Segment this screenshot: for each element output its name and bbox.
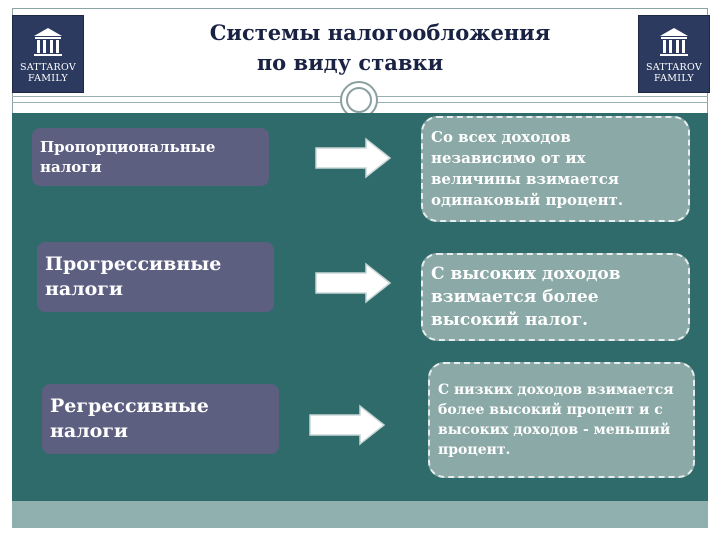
slide-title: Системы налогообложения по виду ставки [150,18,580,78]
slide-title-line2: по виду ставки [256,50,444,75]
tax-type-progressive: Прогрессивные налоги [37,242,274,312]
logo-text: SATTAROV FAMILY [646,62,702,84]
columns-building-icon [34,27,62,56]
right-arrow-icon [315,137,392,179]
tax-description-text: Со всех доходов независимо от их величин… [431,128,624,209]
sattarov-family-logo-left: SATTAROV FAMILY [12,15,84,93]
divider-circle-ornament [340,81,378,119]
logo-name-line2: FAMILY [654,72,694,84]
tax-type-label: Пропорциональные налоги [40,138,216,176]
tax-type-label: Прогрессивные налоги [45,253,222,300]
tax-type-label: Регрессивные налоги [50,395,209,442]
slide-title-line1: Системы налогообложения [209,20,551,45]
logo-name-line1: SATTAROV [645,61,703,73]
footer-band [12,501,708,528]
tax-description-regressive: С низких доходов взимается более высокий… [428,362,695,478]
tax-description-text: С низких доходов взимается более высокий… [438,382,674,458]
tax-description-proportional: Со всех доходов независимо от их величин… [421,116,690,222]
tax-description-progressive: С высоких доходов взимается более высоки… [421,253,690,341]
sattarov-family-logo-right: SATTAROV FAMILY [638,15,710,93]
right-arrow-icon [315,262,392,304]
logo-text: SATTAROV FAMILY [20,62,76,84]
tax-description-text: С высоких доходов взимается более высоки… [431,263,621,330]
logo-name-line1: SATTAROV [19,61,77,73]
divider-circle-inner [346,87,372,113]
right-arrow-icon [309,404,386,446]
tax-type-regressive: Регрессивные налоги [42,384,279,454]
tax-type-proportional: Пропорциональные налоги [32,128,269,186]
logo-name-line2: FAMILY [28,72,68,84]
columns-building-icon [660,27,688,56]
